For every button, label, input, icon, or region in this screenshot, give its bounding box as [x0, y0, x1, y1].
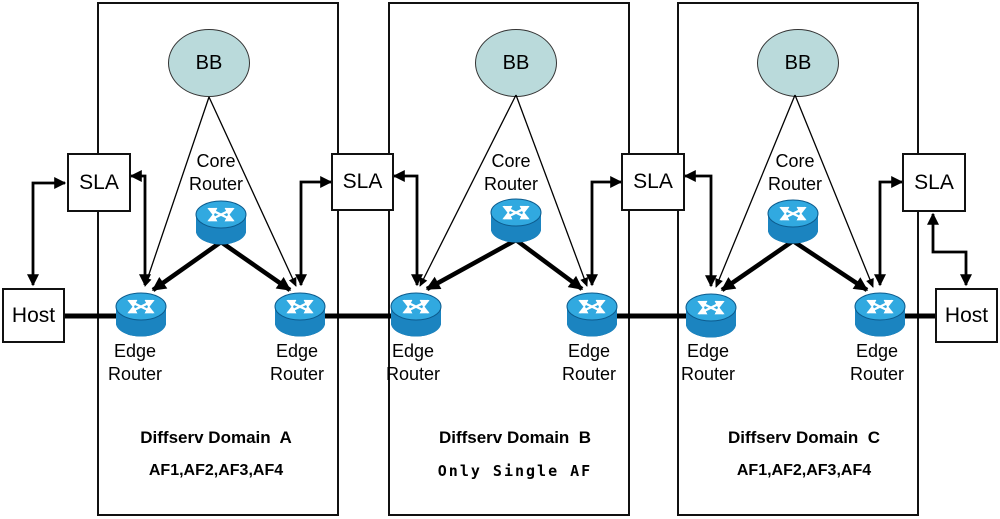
edge-router-icon-b-right — [567, 293, 617, 337]
edge-router-icon-c-right — [855, 293, 905, 337]
core-router-label-c: Core Router — [767, 151, 823, 194]
bb-node-a: BB — [168, 29, 250, 97]
bb-node-c: BB — [757, 29, 839, 97]
edge-router-label-c-left: Edge Router — [680, 341, 736, 384]
sla-box-3: SLA — [621, 153, 685, 211]
bb-a-to-edge-left-line — [143, 96, 210, 287]
host-box-right: Host — [935, 288, 998, 343]
host-label: Host — [944, 303, 989, 327]
sla-label: SLA — [914, 170, 954, 194]
core-router-icon-a — [196, 201, 246, 245]
core-b-to-edge-left-line — [425, 238, 518, 291]
sla-box-2: SLA — [331, 153, 394, 211]
edge-router-icon-b-left — [391, 293, 441, 337]
edgeAR-sla2-arrow — [295, 176, 333, 287]
core-router-label-b: Core Router — [483, 151, 539, 194]
core-a-to-edge-right-line — [219, 240, 292, 292]
domain-subtitle-a: AF1,AF2,AF3,AF4 — [148, 462, 284, 479]
edge-router-label-b-right: Edge Router — [561, 341, 617, 384]
domain-title-c: Diffserv Domain C — [727, 428, 881, 447]
bb-b-to-edge-left-line — [419, 94, 517, 287]
sla-label: SLA — [79, 170, 119, 194]
domain-title-a: Diffserv Domain A — [140, 428, 292, 447]
bb-a-to-edge-right-line — [208, 96, 297, 287]
bb-c-to-edge-right-line — [794, 94, 874, 288]
domain-subtitle-c: AF1,AF2,AF3,AF4 — [736, 462, 872, 479]
edge-router-icon-c-left — [686, 294, 736, 338]
sla-label: SLA — [633, 170, 673, 193]
core-c-to-edge-right-line — [791, 239, 869, 292]
edge-router-label-b-left: Edge Router — [385, 341, 441, 384]
edge-router-label-a-right: Edge Router — [269, 341, 325, 384]
sla1-edgeAL-arrow — [129, 170, 151, 287]
edge-router-label-c-right: Edge Router — [849, 341, 905, 384]
core-router-icon-b — [491, 199, 541, 243]
core-router-icon-c — [768, 200, 818, 244]
edge-router-icon-a-right — [275, 293, 325, 337]
core-b-to-edge-right-line — [514, 238, 584, 291]
bb-b-to-edge-right-line — [515, 94, 588, 287]
core-edge-links — [151, 238, 869, 292]
bb-label: BB — [784, 51, 812, 74]
sla2-edgeBL-arrow — [392, 170, 423, 287]
core-c-to-edge-left-line — [720, 239, 795, 292]
sla3-edgeCL-arrow — [683, 170, 717, 288]
domain-subtitle-b: Only Single AF — [437, 462, 593, 480]
bb-c-to-edge-left-line — [715, 94, 796, 288]
bb-signal-lines — [143, 94, 874, 288]
host-box-left: Host — [2, 288, 65, 343]
sla-box-1: SLA — [67, 153, 131, 212]
host-label: Host — [11, 303, 56, 327]
bb-label: BB — [502, 51, 530, 74]
core-router-label-a: Core Router — [188, 151, 244, 194]
edgeBR-sla3-arrow — [586, 176, 623, 287]
sla-arrows — [27, 170, 972, 288]
edge-router-icon-a-left — [116, 293, 166, 337]
sla4-hostR-arrow — [927, 212, 972, 287]
edge-router-label-a-left: Edge Router — [107, 341, 163, 384]
sla-box-4: SLA — [902, 153, 966, 212]
domain-title-b: Diffserv Domain B — [438, 428, 592, 447]
bb-label: BB — [195, 51, 223, 74]
edgeCR-sla4-arrow — [874, 176, 904, 287]
sla-label: SLA — [342, 170, 383, 193]
core-a-to-edge-left-line — [151, 240, 223, 292]
hostL-sla1-arrow — [27, 177, 67, 287]
